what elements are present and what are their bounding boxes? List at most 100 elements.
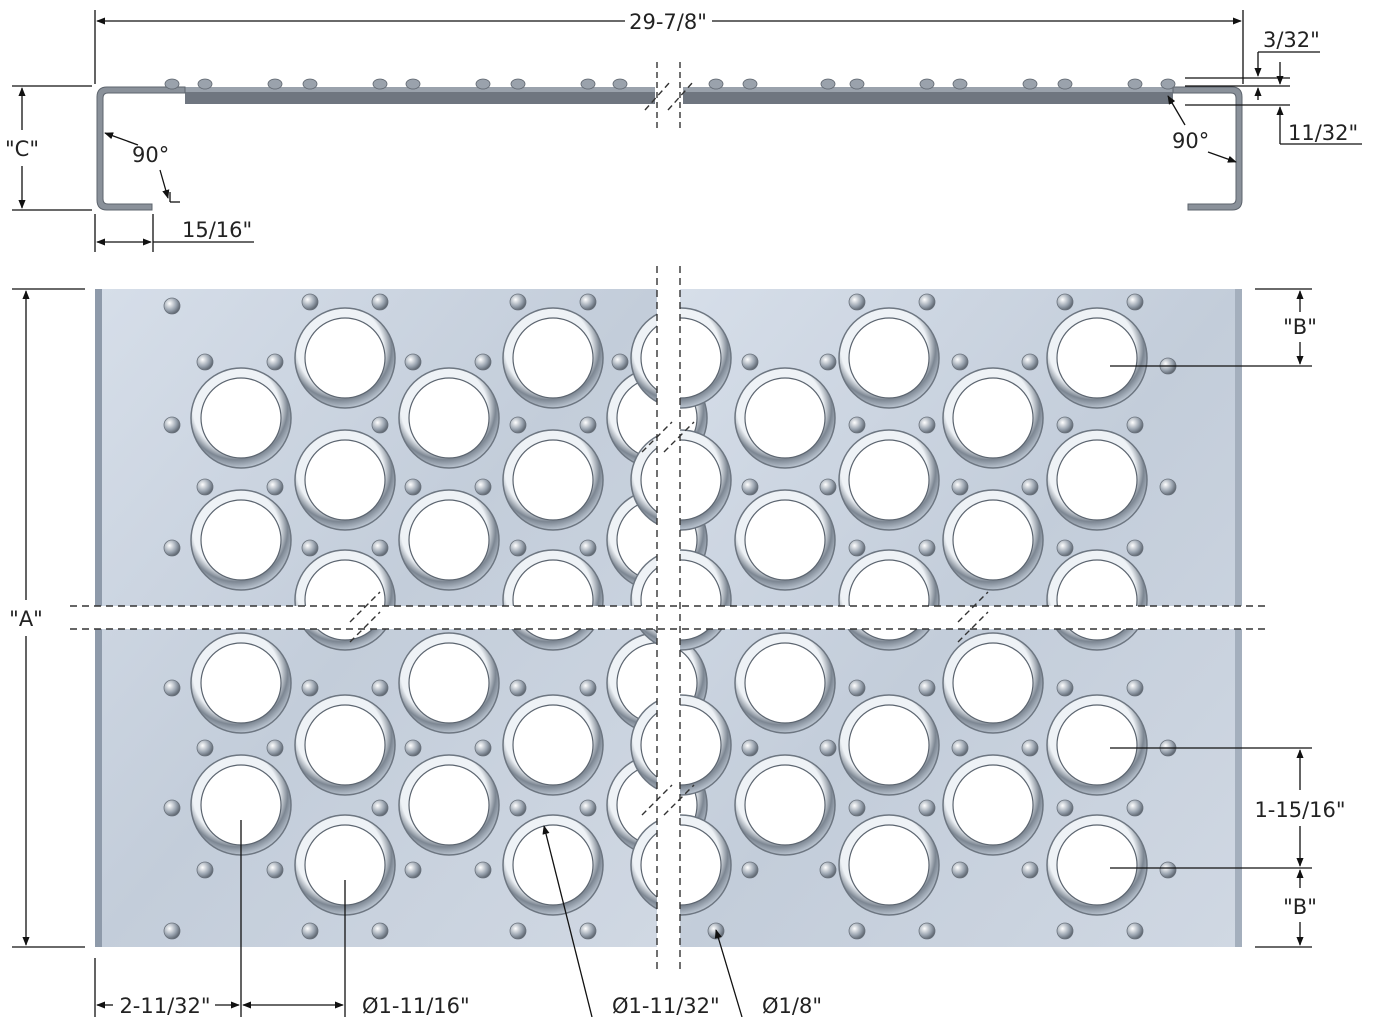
right-height-dimensions: 3/32" 11/32" xyxy=(1185,28,1362,145)
raised-button xyxy=(611,353,629,371)
raised-button xyxy=(404,478,422,496)
profile-button xyxy=(405,78,421,90)
raised-button xyxy=(371,799,389,817)
raised-button xyxy=(196,353,214,371)
raised-button xyxy=(918,679,936,697)
raised-button xyxy=(404,861,422,879)
button-dia-label: Ø1/8" xyxy=(762,994,822,1017)
raised-button xyxy=(819,353,837,371)
raised-button xyxy=(509,799,527,817)
side-profile xyxy=(96,62,1243,211)
row-pitch-label: 1-15/16" xyxy=(1254,798,1345,822)
raised-button xyxy=(509,679,527,697)
profile-button xyxy=(197,78,213,90)
raised-button xyxy=(301,922,319,940)
profile-button xyxy=(612,78,628,90)
hole-dia-large-label: Ø1-11/16" xyxy=(362,994,470,1017)
raised-button xyxy=(918,922,936,940)
raised-button xyxy=(163,416,181,434)
raised-button xyxy=(1126,416,1144,434)
raised-button xyxy=(819,478,837,496)
profile-button xyxy=(1160,78,1176,90)
raised-button xyxy=(1056,679,1074,697)
raised-button xyxy=(474,478,492,496)
raised-button xyxy=(1021,478,1039,496)
raised-button xyxy=(196,739,214,757)
flange-height-label: "C" xyxy=(5,137,39,161)
profile-button xyxy=(708,78,724,90)
raised-button xyxy=(1126,922,1144,940)
profile-buttons xyxy=(164,78,1176,90)
overall-length-label: 29-7/8" xyxy=(629,10,707,34)
profile-button xyxy=(1022,78,1038,90)
profile-button xyxy=(1057,78,1073,90)
raised-button xyxy=(266,478,284,496)
profile-button xyxy=(849,78,865,90)
raised-button xyxy=(404,739,422,757)
raised-button xyxy=(951,478,969,496)
raised-button xyxy=(474,861,492,879)
raised-button xyxy=(918,293,936,311)
edge-offset-top-dimension: "B" xyxy=(1110,288,1317,367)
raised-button xyxy=(579,416,597,434)
left-angle-callout: 90° xyxy=(104,132,180,203)
profile-right-flange xyxy=(1172,86,1243,211)
raised-button xyxy=(371,416,389,434)
raised-button xyxy=(848,679,866,697)
raised-button xyxy=(163,922,181,940)
raised-button xyxy=(301,679,319,697)
raised-button xyxy=(474,739,492,757)
profile-button xyxy=(372,78,388,90)
raised-button xyxy=(1126,679,1144,697)
raised-button xyxy=(163,539,181,557)
raised-button xyxy=(1126,539,1144,557)
raised-button xyxy=(741,739,759,757)
raised-button xyxy=(371,922,389,940)
raised-button xyxy=(741,478,759,496)
raised-button xyxy=(301,293,319,311)
raised-button xyxy=(509,416,527,434)
raised-button xyxy=(819,739,837,757)
raised-button xyxy=(848,293,866,311)
profile-button xyxy=(919,78,935,90)
raised-button xyxy=(1126,799,1144,817)
raised-button xyxy=(579,922,597,940)
raised-button xyxy=(1021,353,1039,371)
raised-button xyxy=(951,739,969,757)
button-height-label: 11/32" xyxy=(1288,121,1358,145)
profile-button xyxy=(952,78,968,90)
left-angle-label: 90° xyxy=(132,143,169,167)
raised-button xyxy=(848,416,866,434)
profile-button xyxy=(267,78,283,90)
raised-button xyxy=(579,539,597,557)
raised-button xyxy=(1056,922,1074,940)
raised-button xyxy=(1021,861,1039,879)
raised-button xyxy=(918,416,936,434)
row-pitch-dimension: 1-15/16" "B" xyxy=(1110,747,1346,948)
raised-button xyxy=(951,353,969,371)
raised-button xyxy=(163,297,181,315)
raised-button xyxy=(163,679,181,697)
profile-button xyxy=(302,78,318,90)
raised-button xyxy=(196,861,214,879)
raised-button xyxy=(1159,861,1177,879)
raised-button xyxy=(848,539,866,557)
plan-view xyxy=(60,266,1275,972)
profile-button xyxy=(580,78,596,90)
flange-return-label: 15/16" xyxy=(182,218,252,242)
raised-button xyxy=(741,861,759,879)
raised-button xyxy=(819,861,837,879)
right-angle-callout: 90° xyxy=(1167,95,1237,163)
raised-button xyxy=(1126,293,1144,311)
raised-button xyxy=(741,353,759,371)
raised-button xyxy=(1056,416,1074,434)
raised-button xyxy=(371,539,389,557)
raised-button xyxy=(848,922,866,940)
raised-button xyxy=(163,799,181,817)
raised-button xyxy=(509,922,527,940)
raised-button xyxy=(1159,478,1177,496)
raised-button xyxy=(266,861,284,879)
raised-button xyxy=(579,679,597,697)
bottom-callouts: 2-11/32" Ø1-11/16" Ø1-11/32" Ø1/8" xyxy=(94,820,822,1017)
